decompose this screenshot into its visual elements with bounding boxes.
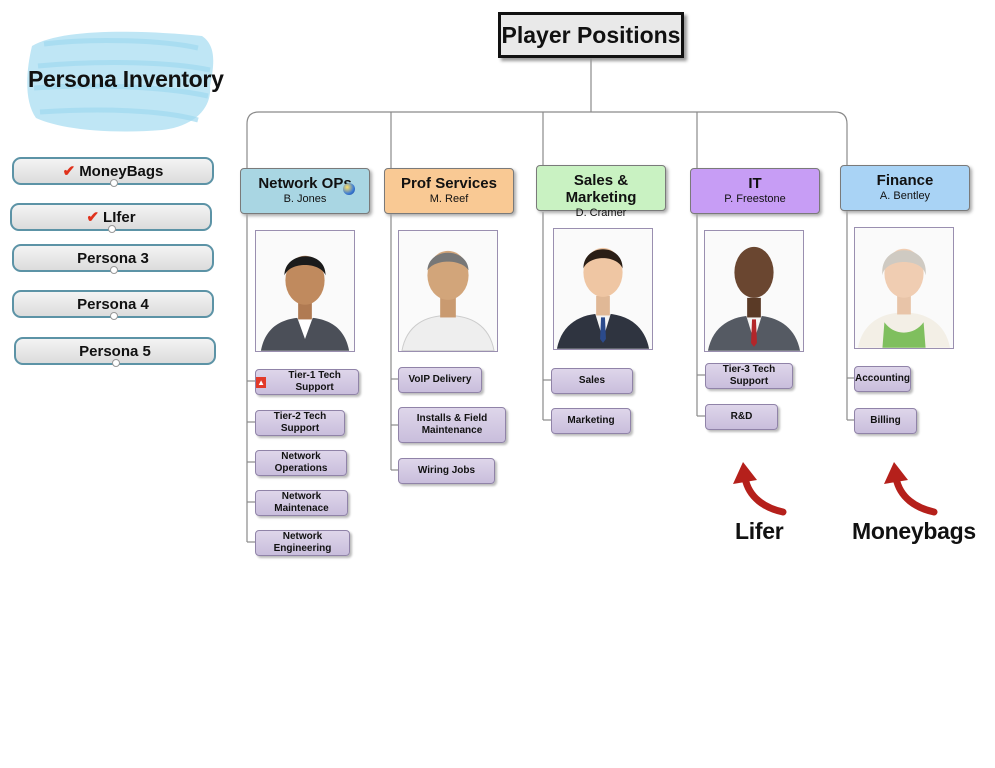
dept-network-ops[interactable]: Network OPs B. Jones [240,168,370,214]
photo-network-ops [255,230,355,352]
dept-person: P. Freestone [724,193,786,205]
callout-moneybags: Moneybags [852,518,976,544]
persona-label: Persona 5 [79,342,151,360]
inventory-title-highlight [27,31,214,132]
task-label: Marketing [567,415,615,426]
persona-lifer[interactable]: ✔ LIfer [10,203,212,233]
inventory-title: Persona Inventory [28,66,224,92]
dept-name: Network OPs [258,175,352,192]
callout-lifer: Lifer [735,518,784,544]
dept-person: D. Cramer [575,207,627,219]
dept-name: IT [748,175,762,192]
persona-label: Persona 4 [77,295,149,313]
dept-name: Prof Services [401,175,497,192]
root-node-player-positions[interactable]: Player Positions [498,12,684,58]
task-r-and-d[interactable]: R&D [705,404,778,430]
task-label: Billing [870,415,901,426]
dept-person: M. Reef [429,193,469,205]
photo-prof-services [398,230,498,352]
task-sales[interactable]: Sales [551,368,633,394]
task-label: R&D [730,411,753,422]
persona-4[interactable]: Persona 4 [12,290,214,320]
task-label: Wiring Jobs [417,465,476,476]
check-icon: ✔ [62,163,76,180]
task-label: Installs & Field Maintenance [416,413,488,436]
connector-dot [112,359,120,367]
persona-label: LIfer [103,208,136,226]
task-tier3-tech-support[interactable]: Tier-3 Tech Support [705,363,793,389]
globe-icon [343,183,355,195]
task-label: Tier-3 Tech Support [722,364,776,387]
task-marketing[interactable]: Marketing [551,408,631,434]
task-accounting[interactable]: Accounting [854,366,911,392]
connector-dot [110,179,118,187]
photo-it [704,230,804,352]
task-label: Network Engineering [273,531,332,554]
task-label: Tier-1 Tech Support [288,370,341,393]
connector-dot [110,312,118,320]
dept-person: B. Jones [283,193,327,205]
task-label: Network Operations [274,451,328,474]
connector-dot [108,225,116,233]
dept-finance[interactable]: Finance A. Bentley [840,165,970,211]
task-label: VoIP Delivery [408,374,472,385]
task-label: Accounting [855,373,910,384]
task-network-engineering[interactable]: Network Engineering [255,530,350,556]
curved-arrow-icon [733,462,787,516]
dept-person: A. Bentley [879,190,931,202]
dept-it[interactable]: IT P. Freestone [690,168,820,214]
connector-dot [110,266,118,274]
dept-name: Finance [876,172,934,189]
persona-label: MoneyBags [79,162,164,180]
task-label: Tier-2 Tech Support [273,411,327,434]
task-billing[interactable]: Billing [854,408,917,434]
photo-sales-marketing [553,228,653,350]
task-installs-field-maintenance[interactable]: Installs & Field Maintenance [398,407,506,443]
task-tier2-tech-support[interactable]: Tier-2 Tech Support [255,410,345,436]
task-label: Network Maintenace [274,491,329,514]
persona-moneybags[interactable]: ✔ MoneyBags [12,157,214,187]
dept-sales-marketing[interactable]: Sales & Marketing D. Cramer [536,165,666,219]
photo-finance [854,227,954,349]
task-network-operations[interactable]: Network Operations [255,450,347,476]
task-tier1-tech-support[interactable]: ▲ Tier-1 Tech Support [255,369,359,395]
task-wiring-jobs[interactable]: Wiring Jobs [398,458,495,484]
alert-icon: ▲ [256,376,267,388]
persona-5[interactable]: Persona 5 [14,337,216,367]
persona-label: Persona 3 [77,249,149,267]
curved-arrow-icon [884,462,938,516]
task-label: Sales [578,375,606,386]
task-network-maintenace[interactable]: Network Maintenace [255,490,348,516]
task-voip-delivery[interactable]: VoIP Delivery [398,367,482,393]
check-icon: ✔ [86,209,100,226]
dept-prof-services[interactable]: Prof Services M. Reef [384,168,514,214]
dept-name: Sales & Marketing [565,172,637,206]
persona-3[interactable]: Persona 3 [12,244,214,274]
